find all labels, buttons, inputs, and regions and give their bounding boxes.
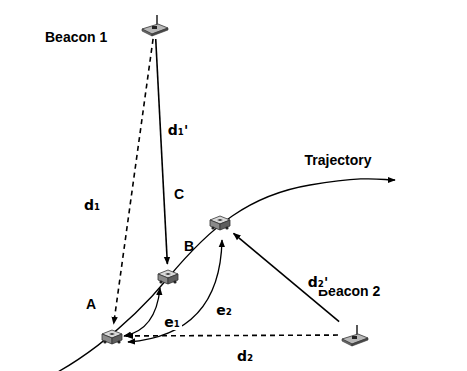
robot-icon: A xyxy=(100,326,124,346)
icon-shape xyxy=(340,323,370,347)
trajectory-label: Trajectory xyxy=(305,152,372,168)
arc-arrow xyxy=(124,288,160,336)
icon-shape xyxy=(156,266,180,286)
node-label: Beacon 1 xyxy=(45,29,107,45)
trajectory-curve xyxy=(30,179,395,371)
distance-label: d₁' xyxy=(166,122,190,138)
icon-shape xyxy=(208,212,232,232)
node-label: A xyxy=(86,296,96,312)
distance-line xyxy=(156,39,168,264)
distance-label: d₂' xyxy=(306,274,330,290)
distance-line xyxy=(233,233,339,321)
beacon-icon: Beacon 2 xyxy=(340,323,370,347)
node-label: B xyxy=(184,238,194,254)
distance-label: d₂ xyxy=(235,348,255,364)
icon-shape xyxy=(100,326,124,346)
robot-icon: C xyxy=(208,212,232,232)
distance-line xyxy=(114,39,153,324)
beacon-icon: Beacon 1 xyxy=(140,13,170,37)
distance-line xyxy=(126,334,338,336)
arc-label: e₁ xyxy=(162,314,182,330)
distance-label: d₁ xyxy=(82,197,102,213)
robot-icon: B xyxy=(156,266,180,286)
arc-arrow xyxy=(128,240,222,342)
icon-shape xyxy=(140,13,170,37)
node-label: C xyxy=(174,186,184,202)
arc-label: e₂ xyxy=(214,302,234,318)
